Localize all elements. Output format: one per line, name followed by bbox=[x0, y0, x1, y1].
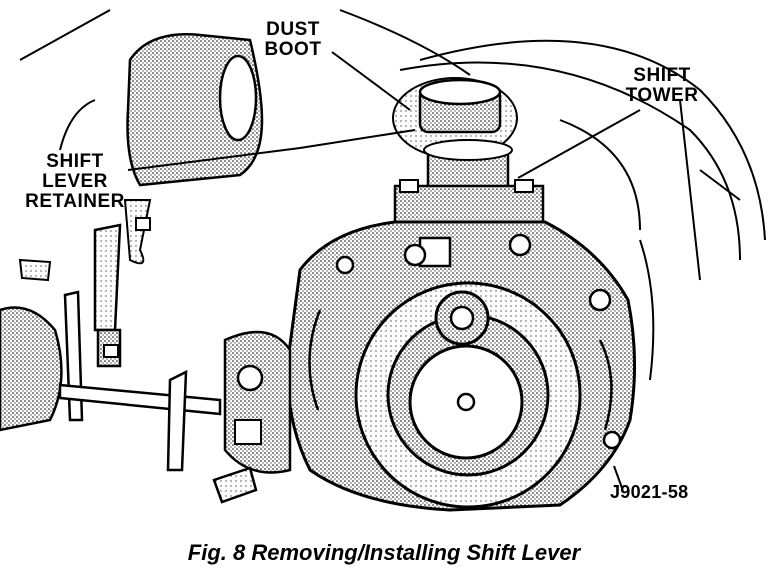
label-line: SHIFT bbox=[633, 65, 691, 86]
label-line: LEVER bbox=[42, 171, 108, 192]
shift-lever-retainer-label: SHIFT LEVER RETAINER bbox=[16, 152, 134, 212]
figure-reference-code: J9021-58 bbox=[610, 482, 689, 502]
dust-boot-label: DUST BOOT bbox=[258, 20, 328, 60]
label-line: SHIFT bbox=[46, 151, 104, 172]
shift-tower bbox=[392, 77, 545, 228]
shift-tower-label: SHIFT TOWER bbox=[612, 66, 712, 106]
leader-dust-boot bbox=[331, 51, 411, 111]
label-line: RETAINER bbox=[25, 191, 125, 212]
leader-ref bbox=[613, 465, 623, 489]
leader-shift-tower bbox=[517, 109, 641, 179]
label-line: BOOT bbox=[264, 39, 322, 60]
label-line: TOWER bbox=[625, 85, 699, 106]
upper-bracket bbox=[123, 33, 264, 265]
shift-linkage bbox=[0, 223, 292, 504]
figure-caption: Fig. 8 Removing/Installing Shift Lever bbox=[187, 540, 581, 565]
label-line: DUST bbox=[266, 19, 320, 40]
background-contours bbox=[19, 9, 766, 381]
transmission-housing bbox=[286, 220, 637, 512]
leader-lines bbox=[127, 51, 641, 489]
leader-retainer bbox=[127, 129, 416, 171]
